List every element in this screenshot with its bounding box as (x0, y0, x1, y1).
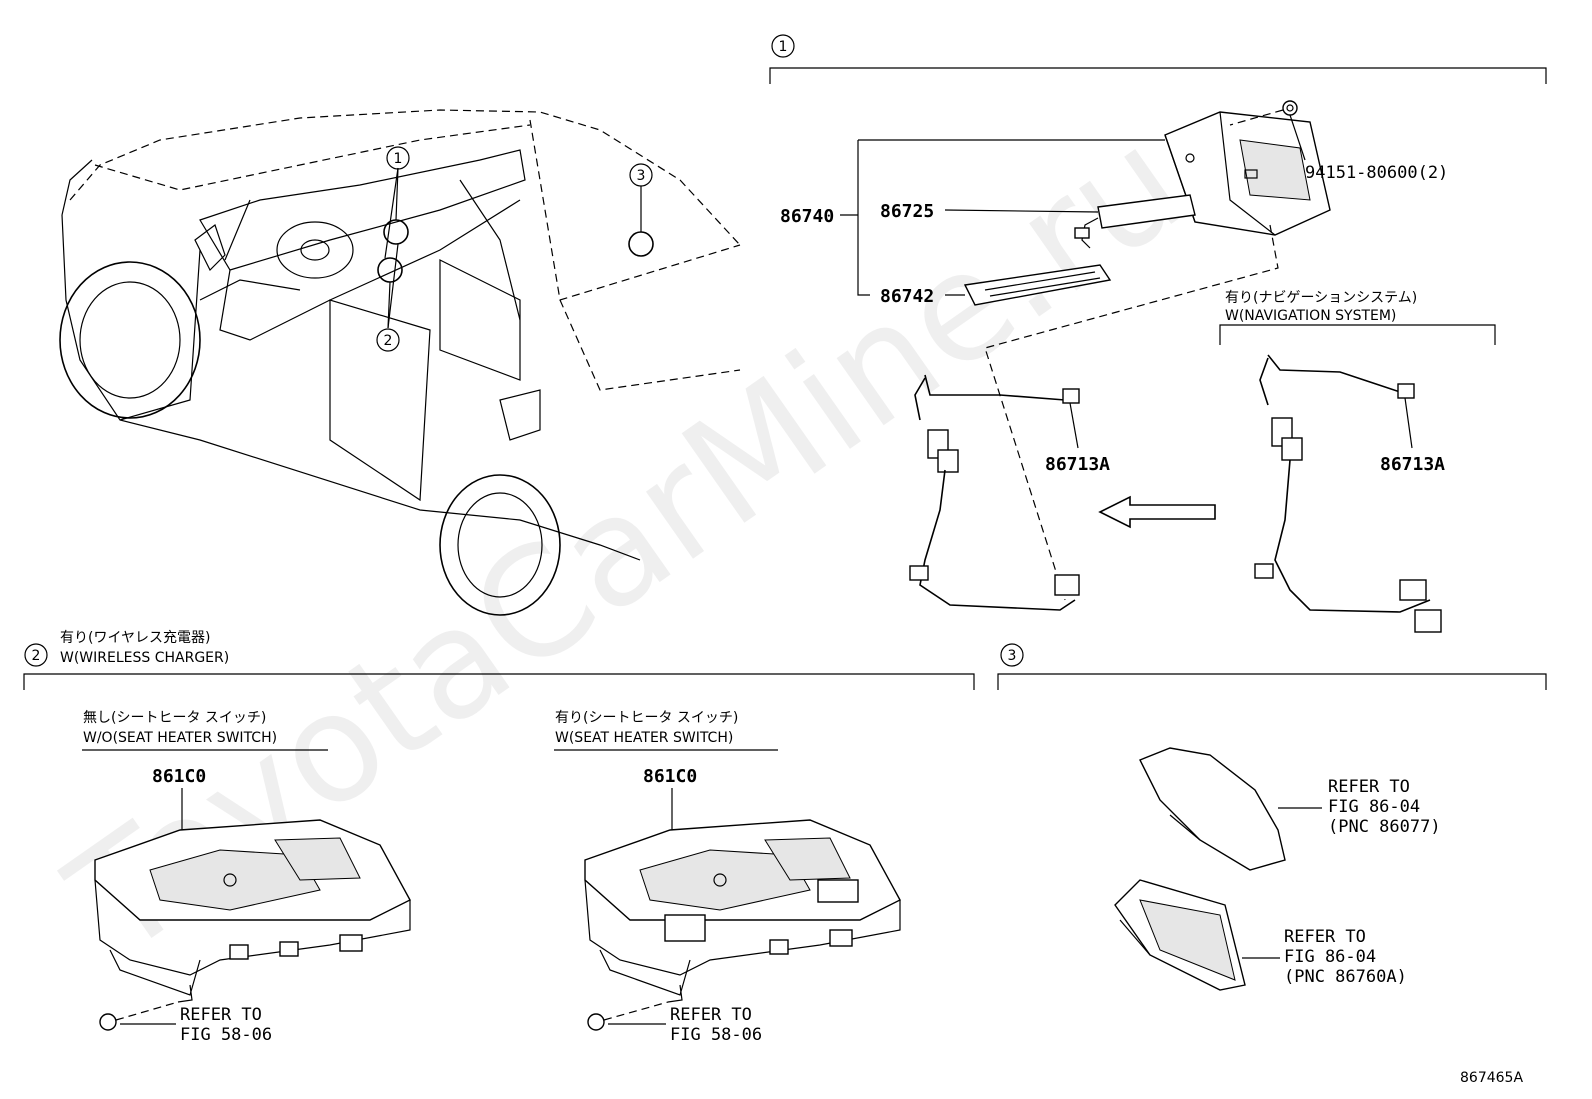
svg-text:1: 1 (779, 39, 788, 55)
harness-86713A-left (909, 374, 1080, 611)
nav-condition-bracket: 有り(ナビゲーションシステム) W(NAVIGATION SYSTEM) (1219, 290, 1496, 345)
svg-text:1: 1 (394, 151, 403, 167)
section-3-header: 3 (997, 643, 1547, 690)
svg-text:W(WIRELESS CHARGER): W(WIRELESS CHARGER) (60, 650, 229, 666)
svg-text:2: 2 (384, 333, 393, 349)
label-86725: 86725 (880, 201, 934, 222)
shark-fin-antenna (1139, 747, 1322, 871)
refer-86760A-1: REFER TO (1284, 927, 1366, 947)
charger-variant-with-heater: 有り(シートヒータ スイッチ) W(SEAT HEATER SWITCH) 86… (554, 710, 901, 1031)
label-86740: 86740 (780, 206, 834, 227)
label-94151: 94151-80600(2) (1305, 163, 1448, 183)
svg-text:有り(ワイヤレス充電器): 有り(ワイヤレス充電器) (60, 630, 211, 646)
figure-code: 867465A (1460, 1070, 1523, 1086)
callout-1-car: 1 (386, 146, 410, 170)
refer-86760A-3: (PNC 86760A) (1284, 967, 1407, 987)
svg-text:861C0: 861C0 (643, 766, 697, 787)
svg-text:3: 3 (637, 168, 646, 184)
svg-text:W/O(SEAT HEATER SWITCH): W/O(SEAT HEATER SWITCH) (83, 730, 277, 746)
dcm-module-86740 (1164, 111, 1331, 236)
refer-86760A-2: FIG 86-04 (1284, 947, 1376, 967)
refer-86077-3: (PNC 86077) (1328, 817, 1441, 837)
refer-58-06-right-2: FIG 58-06 (670, 1025, 762, 1045)
assembly-guide-line (984, 224, 1279, 601)
bracket-86742 (963, 264, 1112, 306)
replace-arrow (1098, 495, 1216, 529)
svg-text:無し(シートヒータ スイッチ): 無し(シートヒータ スイッチ) (83, 710, 266, 726)
refer-58-06-left-2: FIG 58-06 (180, 1025, 272, 1045)
antenna-base-86760A (1114, 879, 1280, 991)
car-interior-illustration (59, 109, 741, 616)
svg-text:861C0: 861C0 (152, 766, 206, 787)
label-86713A-right: 86713A (1380, 454, 1445, 475)
cable-86725 (1074, 194, 1196, 249)
label-86713A-left: 86713A (1045, 454, 1110, 475)
refer-58-06-left-1: REFER TO (180, 1005, 262, 1025)
refer-86077-1: REFER TO (1328, 777, 1410, 797)
callout-2-car: 2 (376, 328, 400, 352)
label-86742: 86742 (880, 286, 934, 307)
svg-text:3: 3 (1008, 648, 1017, 664)
refer-86077-2: FIG 86-04 (1328, 797, 1420, 817)
refer-58-06-right-1: REFER TO (670, 1005, 752, 1025)
svg-text:有り(ナビゲーションシステム): 有り(ナビゲーションシステム) (1225, 290, 1417, 306)
svg-text:W(NAVIGATION SYSTEM): W(NAVIGATION SYSTEM) (1225, 308, 1396, 324)
charger-variant-without-heater: 無し(シートヒータ スイッチ) W/O(SEAT HEATER SWITCH) … (82, 710, 411, 1031)
harness-86713A-right (1254, 354, 1442, 633)
svg-text:2: 2 (32, 648, 41, 664)
nut-94151 (1229, 100, 1306, 161)
callout-3-car: 3 (629, 163, 653, 187)
leader-86740 (840, 139, 1165, 296)
section-2-header: 有り(ワイヤレス充電器) 2 W(WIRELESS CHARGER) (23, 630, 975, 690)
svg-text:W(SEAT HEATER SWITCH): W(SEAT HEATER SWITCH) (555, 730, 733, 746)
section-1-header: 1 (769, 34, 1547, 84)
svg-text:有り(シートヒータ スイッチ): 有り(シートヒータ スイッチ) (555, 710, 738, 726)
